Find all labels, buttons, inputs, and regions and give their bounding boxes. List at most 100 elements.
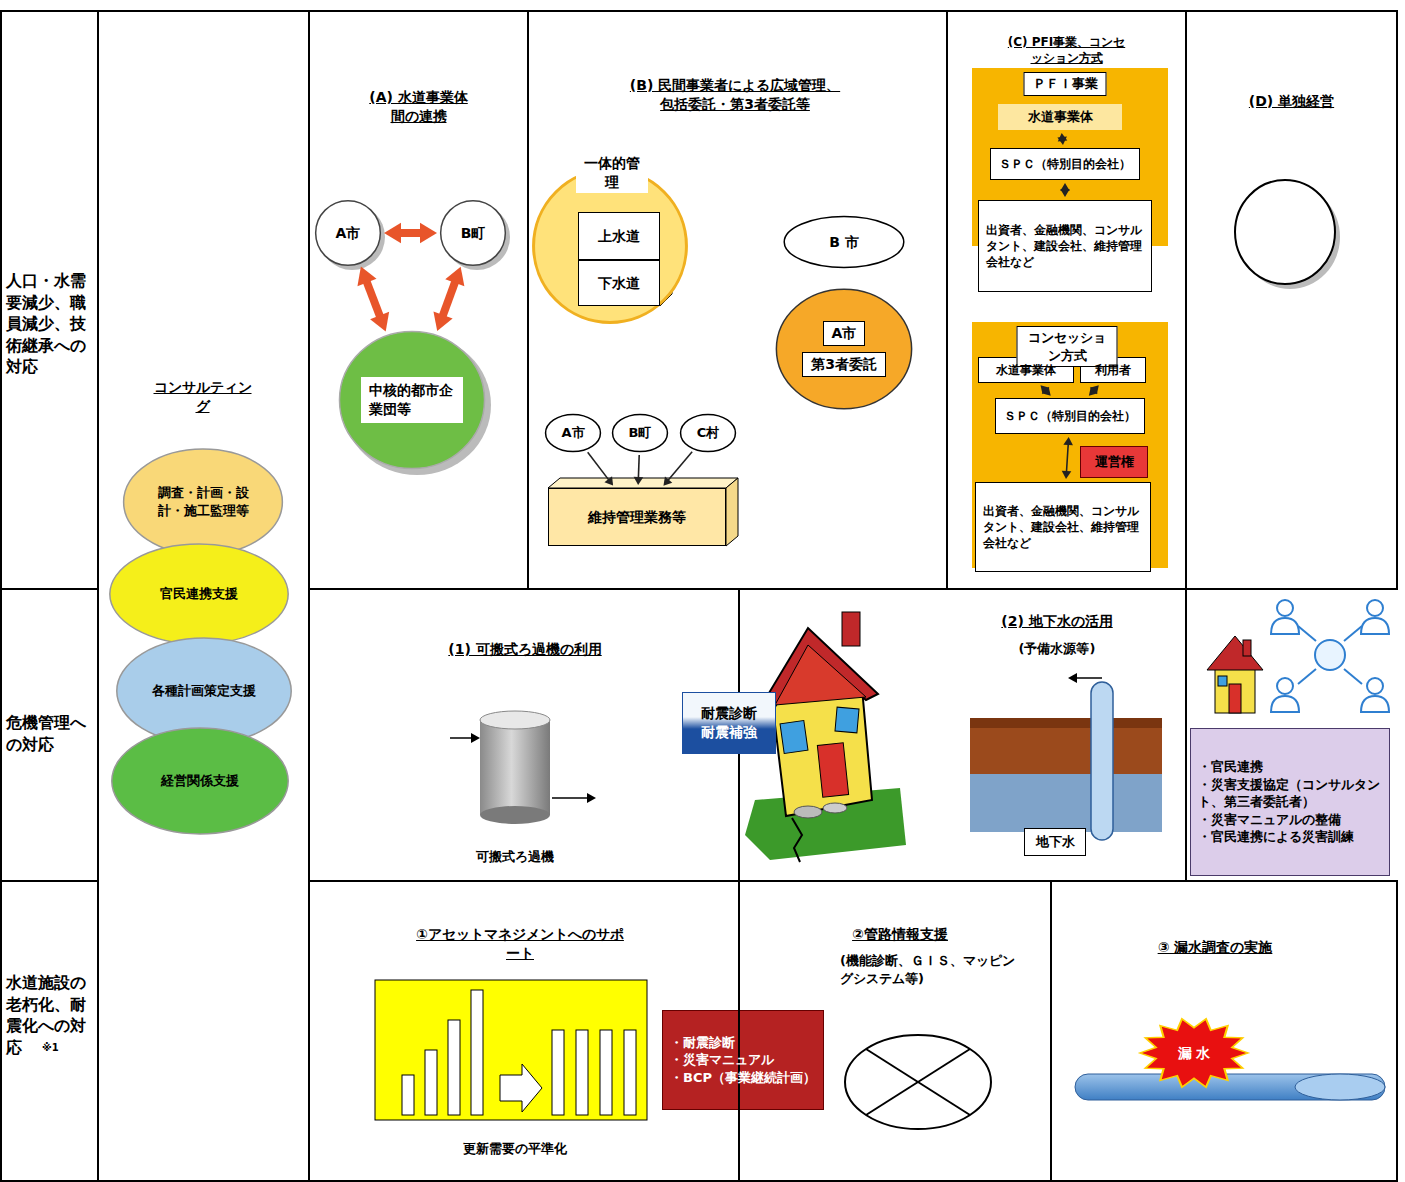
- city-ellipse: B町: [612, 414, 668, 452]
- arrow-head: [1060, 183, 1070, 191]
- seismic-measures-box: ・耐震診断・災害マニュアル・BCP（事業継続計画）: [662, 1010, 824, 1110]
- leak-burst: 漏 水: [1140, 1018, 1248, 1088]
- entity-label: 水道事業体: [998, 104, 1122, 130]
- connector: [1089, 385, 1099, 396]
- label-group: 下水道: [594, 272, 644, 295]
- arrow-head: [433, 312, 452, 331]
- label-group: 水道事業体: [992, 360, 1060, 380]
- node-label: 水道事業体: [996, 362, 1056, 378]
- label-group: 出資者、金融機関、コンサルタント、建設会社、維持管理会社など: [982, 220, 1148, 273]
- section-cell: ①アセットマネジメントへのサポート・耐震診断・災害マニュアル・BCP（事業継続計…: [308, 880, 740, 1182]
- arrow-head: [663, 477, 672, 486]
- entity-box: 水道事業体: [978, 357, 1074, 383]
- connector: [1060, 183, 1070, 197]
- node-label: ＰＦＩ事業: [1024, 72, 1107, 96]
- disaster-measures-box: ・官民連携・災害支援協定（コンサルタント、第三者委託者）・災害マニュアルの整備・…: [1190, 728, 1390, 876]
- label-group: ・耐震診断・災害マニュアル・BCP（事業継続計画）: [666, 1032, 820, 1089]
- node-label: ・官民連携による災害訓練: [1198, 828, 1354, 846]
- connector-line: [442, 281, 455, 316]
- node-label: 各種計画策定支援: [152, 682, 256, 700]
- ellipse-outline: [122, 448, 284, 556]
- label-group: 官民連携支援: [156, 583, 242, 605]
- connector: [588, 452, 613, 485]
- leaking-pipe: [1075, 1074, 1385, 1100]
- city-ellipse: C村: [680, 414, 736, 452]
- concession-panel: コンセッション方式水道事業体利用者ＳＰＣ（特別目的会社）運営権出資者、金融機関、…: [972, 322, 1168, 568]
- label-group: 調査・計画・設計・施工監理等: [143, 482, 264, 521]
- connector: [357, 267, 389, 332]
- arrow-head: [357, 267, 376, 287]
- connector: [634, 455, 644, 485]
- connector-line: [1093, 390, 1095, 392]
- city-ellipse: A市: [545, 414, 601, 452]
- connector-line: [588, 452, 609, 480]
- label-group: 水道事業体: [1024, 106, 1097, 128]
- label-group: 経営関係支援: [157, 770, 243, 792]
- node-label: 利用者: [1095, 362, 1131, 378]
- node-label: 官民連携支援: [160, 585, 238, 603]
- label-group: B 市: [825, 231, 863, 254]
- investor-box: 出資者、金融機関、コンサルタント、建設会社、維持管理会社など: [975, 482, 1151, 572]
- connector: [1057, 133, 1067, 145]
- label-group: A市: [332, 222, 365, 245]
- section-cell: ②管路情報支援(機能診断、ＧＩＳ、マッピングシステム等): [738, 880, 1052, 1182]
- arrow-head: [384, 223, 401, 243]
- node-label: B町: [629, 424, 652, 442]
- utility-box: 下水道: [578, 260, 660, 306]
- section-heading: (A) 水道事業体間の連携: [364, 88, 473, 126]
- utility-box: 上水道: [578, 212, 660, 260]
- connector-line: [399, 229, 421, 237]
- section-cell: (2) 地下水の活用(予備水源等)耐震診断耐震補強地下水: [738, 588, 1187, 882]
- small-house: [1207, 636, 1263, 713]
- row-header: 人口・水需要減少、職員減少、技術継承への対応: [0, 10, 99, 590]
- renewal-chart: [375, 980, 647, 1120]
- section-heading: 危機管理への対応: [6, 712, 90, 755]
- node-label: B 市: [829, 233, 859, 252]
- contract-circle: A市第3者委託: [775, 288, 913, 410]
- label-group: 各種計画策定支援: [148, 680, 260, 702]
- arrow-head: [604, 476, 613, 485]
- people-network: [1271, 600, 1389, 712]
- label-group: B町: [457, 222, 490, 245]
- node-label: 下水道: [598, 274, 640, 293]
- node-label: A市: [823, 321, 866, 346]
- arrow-head: [1089, 387, 1098, 396]
- ground-well: [970, 673, 1162, 840]
- section-cell: (D) 単独経営: [1185, 10, 1398, 590]
- spc-box: ＳＰＣ（特別目的会社）: [995, 398, 1145, 434]
- node-label: 上水道: [598, 227, 640, 246]
- section-heading: (1) 可搬式ろ過機の利用: [448, 640, 601, 659]
- arrow-head: [1057, 137, 1067, 145]
- node-label: ・BCP（事業継続計画）: [670, 1069, 816, 1087]
- section-heading: 人口・水需要減少、職員減少、技術継承への対応: [6, 270, 90, 378]
- label-group: B町: [625, 422, 656, 444]
- section-cell: (A) 水道事業体間の連携 A市 B町中核的都市企業団等: [308, 10, 529, 590]
- connector-line: [1045, 390, 1047, 392]
- connector: [384, 223, 437, 243]
- investor-box: 出資者、金融機関、コンサルタント、建設会社、維持管理会社など: [978, 200, 1152, 292]
- consulting-column: コンサルティング調査・計画・設計・施工監理等官民連携支援各種計画策定支援経営関係…: [97, 10, 310, 1182]
- connector-line: [668, 452, 692, 480]
- arrow-head: [634, 477, 644, 485]
- section-heading: コンサルティング: [150, 378, 256, 416]
- filter-symbol: [450, 711, 596, 824]
- node-label: ・災害マニュアル: [670, 1051, 774, 1069]
- arrow-head: [1042, 387, 1051, 396]
- label-group: 維持管理業務等: [584, 506, 690, 529]
- node-label: コンセッション方式: [1017, 326, 1118, 367]
- node-label: C村: [697, 424, 720, 442]
- node-label: B町: [461, 224, 486, 243]
- node-label: 耐震補強: [701, 723, 757, 742]
- caption-label: 更新需要の平準化: [425, 1140, 605, 1158]
- section-heading: ※1: [42, 1041, 72, 1055]
- connector-line: [1061, 138, 1063, 140]
- section-cell: (1) 可搬式ろ過機の利用: [308, 588, 740, 882]
- operating-right-box: 運営権: [1080, 446, 1148, 478]
- node-label: 中核的都市企業団等: [361, 377, 463, 423]
- arrow-head: [1058, 133, 1068, 141]
- node-label: ・災害マニュアルの整備: [1198, 811, 1341, 829]
- section-heading: ③ 漏水調査の実施: [1158, 938, 1273, 957]
- arrow-head: [1063, 437, 1073, 445]
- node-label: A市: [336, 224, 361, 243]
- connector: [1062, 437, 1073, 479]
